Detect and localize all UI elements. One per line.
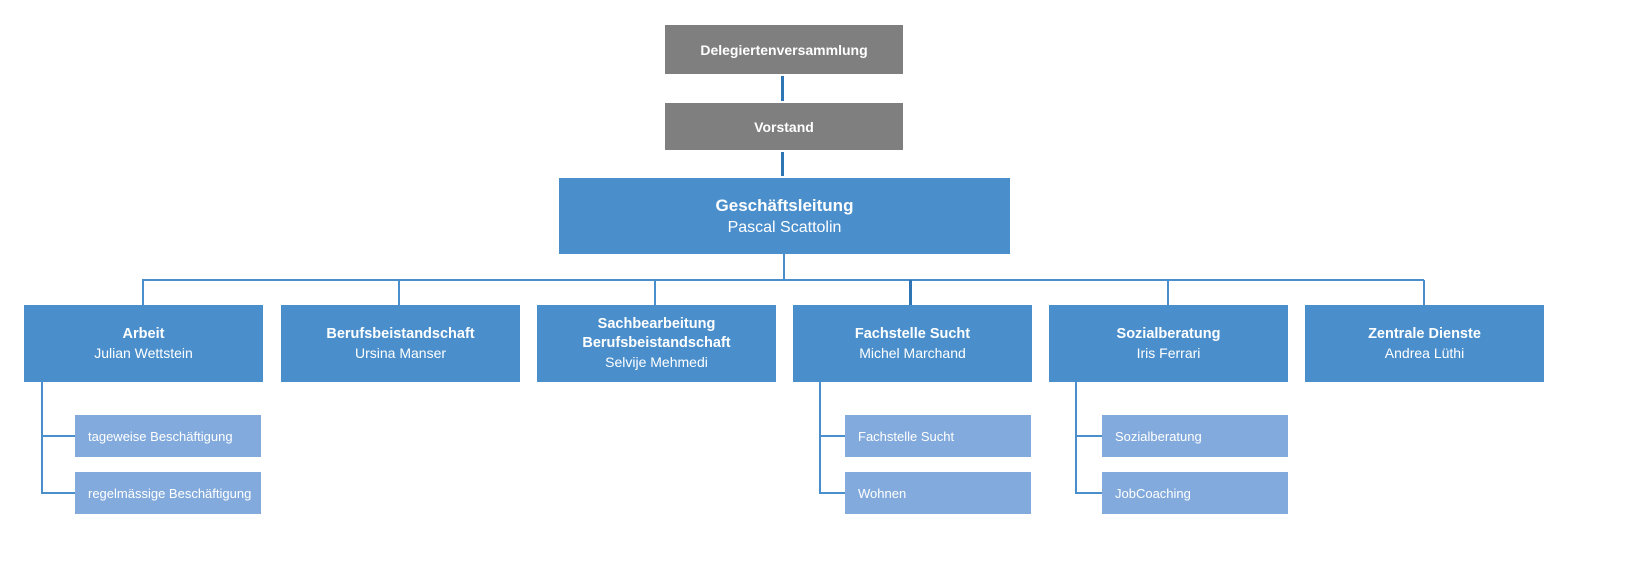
dept-sozialberatung: Sozialberatung Iris Ferrari <box>1049 305 1288 382</box>
node-title: Geschäftsleitung <box>715 195 854 215</box>
connector-assembly-board <box>781 76 784 101</box>
node-person: Pascal Scattolin <box>727 218 842 236</box>
dept-person: Selvije Mehmedi <box>605 354 708 370</box>
dept-title: Fachstelle Sucht <box>854 325 971 342</box>
sub-label: Sozialberatung <box>1115 428 1202 444</box>
connector-drop-sozialberatung <box>1167 280 1169 305</box>
dept-person: Michel Marchand <box>859 344 966 361</box>
connector-drop-fachstelle-sucht <box>909 280 912 305</box>
dept-title: Arbeit <box>122 325 165 342</box>
sub-label: Wohnen <box>858 485 907 501</box>
sub-label: tageweise Beschäftigung <box>88 428 233 444</box>
connector-arbeit-sub1 <box>41 435 75 437</box>
connector-drop-zentrale-dienste <box>1423 280 1425 305</box>
connector-fachstelle-sub2 <box>819 492 845 494</box>
connector-drop-arbeit <box>142 280 144 305</box>
connector-fachstelle-sub1 <box>819 435 845 437</box>
connector-arbeit-sub2 <box>41 492 75 494</box>
node-label: Delegiertenversammlung <box>700 41 868 58</box>
sub-label: JobCoaching <box>1115 485 1191 501</box>
dept-person: Ursina Manser <box>354 344 447 361</box>
dept-title: Sachbearbeitung Berufsbeistandschaft <box>582 316 731 351</box>
dept-person: Julian Wettstein <box>94 344 193 361</box>
connector-horizontal-bar <box>142 279 1424 281</box>
node-vorstand: Vorstand <box>665 103 903 150</box>
dept-person: Andrea Lüthi <box>1384 344 1465 361</box>
node-delegiertenversammlung: Delegiertenversammlung <box>665 25 903 74</box>
connector-fachstelle-subtree <box>819 382 821 493</box>
node-label: Vorstand <box>754 118 814 135</box>
connector-arbeit-subtree <box>41 382 43 493</box>
connector-board-management <box>781 152 784 176</box>
connector-management-bar <box>783 254 785 279</box>
sub-node-fachstelle-sucht: Fachstelle Sucht <box>845 415 1031 457</box>
dept-title: Berufsbeistandschaft <box>326 325 475 342</box>
sub-node-sozialberatung: Sozialberatung <box>1102 415 1288 457</box>
connector-sozialberatung-sub1 <box>1075 435 1102 437</box>
dept-arbeit: Arbeit Julian Wettstein <box>24 305 263 382</box>
dept-title: Zentrale Dienste <box>1368 325 1481 342</box>
sub-node-wohnen: Wohnen <box>845 472 1031 514</box>
connector-drop-berufsbeistandschaft <box>398 280 400 305</box>
sub-node-regelmaessige-beschaeftigung: regelmässige Beschäftigung <box>75 472 261 514</box>
dept-sachbearbeitung-berufsbeistandschaft: Sachbearbeitung Berufsbeistandschaft Sel… <box>537 305 776 382</box>
dept-fachstelle-sucht: Fachstelle Sucht Michel Marchand <box>793 305 1032 382</box>
dept-berufsbeistandschaft: Berufsbeistandschaft Ursina Manser <box>281 305 520 382</box>
sub-node-tageweise-beschaeftigung: tageweise Beschäftigung <box>75 415 261 457</box>
node-geschaeftsleitung: Geschäftsleitung Pascal Scattolin <box>559 178 1010 254</box>
dept-title: Sozialberatung <box>1116 325 1221 342</box>
dept-person: Iris Ferrari <box>1136 344 1201 361</box>
connector-drop-sachbearbeitung <box>654 280 656 305</box>
sub-label: regelmässige Beschäftigung <box>88 485 252 501</box>
dept-zentrale-dienste: Zentrale Dienste Andrea Lüthi <box>1305 305 1544 382</box>
sub-node-jobcoaching: JobCoaching <box>1102 472 1288 514</box>
sub-label: Fachstelle Sucht <box>858 428 955 444</box>
connector-sozialberatung-subtree <box>1075 382 1077 493</box>
connector-sozialberatung-sub2 <box>1075 492 1102 494</box>
